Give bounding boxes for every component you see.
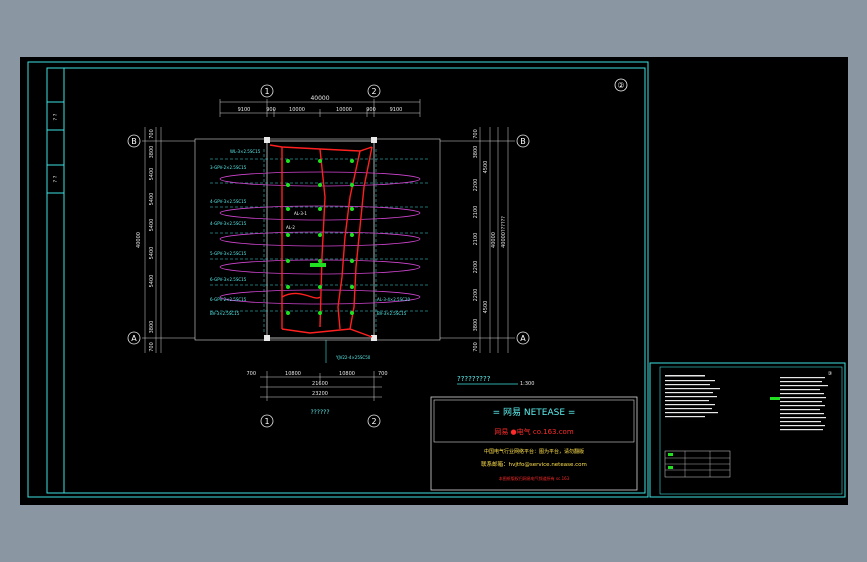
bottom-dim-seg: 700 [378, 371, 388, 377]
strip-text-2: ? ? [53, 175, 59, 182]
wiring-runs [269, 144, 373, 338]
right-dim-seg: 2200 [473, 179, 479, 192]
bottom-dim-row3: 23200 [312, 391, 328, 397]
axis-A-left: A [131, 334, 137, 343]
left-dimensions [142, 127, 195, 353]
axis-1-bottom: 1 [264, 417, 269, 426]
panel-label: AL-3-1 [294, 211, 307, 216]
stamp-line-3: 本图纸版权归网易电气频道所有 sc.163 [499, 475, 570, 481]
column-markers [264, 137, 377, 341]
axis-bubbles: 1 2 1 2 B A B A [127, 84, 530, 428]
top-dim-seg-1: 9100 [238, 107, 251, 113]
right-dim-seg: 2100 [473, 233, 479, 246]
stamp-site: 网易 ●电气 co.163.com [494, 427, 574, 436]
right-dim-seg: 2200 [473, 289, 479, 302]
left-dim-seg: 3800 [149, 146, 155, 159]
axis-A-right: A [520, 334, 526, 343]
stamp-line-2: 联系邮箱：hvjtfo@service.netease.com [481, 460, 587, 468]
feeder-label: WL-3×2.5SC15 [230, 149, 261, 154]
legend-panel: ③ [649, 362, 846, 498]
bottom-dim-seg: 10800 [285, 371, 301, 377]
right-dim-seg: 700 [473, 129, 479, 139]
bottom-dim-seg: 700 [246, 371, 256, 377]
right-dim-outer: 40000?????? [501, 216, 507, 248]
right-dim-seg: 4500 [483, 301, 489, 314]
cad-drawing: ? ? ? ? ② 1 2 1 2 B A B A 40000 9100 900… [27, 61, 846, 498]
feeder-label: 4-GPV-3×2.5SC15 [210, 199, 247, 204]
right-dim-seg: 2100 [473, 206, 479, 219]
stamp-line-1: 中国电气行业网络平台：图为平台，请勿翻版 [484, 448, 584, 455]
left-dim-seg: 5400 [149, 275, 155, 288]
feeder-label: 3-GPV-2×2.5SC15 [210, 165, 247, 170]
right-feeder-label: AL-3-4×2.5SC20 [377, 297, 410, 302]
feeder-label: 6-GPV-2×2.5SC15 [210, 297, 247, 302]
top-dim-seg-2: 900 [266, 107, 276, 113]
right-dim-seg: 3800 [473, 319, 479, 332]
right-dim-seg: 4500 [483, 161, 489, 174]
sheet-number-circle [614, 78, 628, 92]
left-dim-seg: 5400 [149, 168, 155, 181]
drawing-sheet: ? ? ? ? ② 1 2 1 2 B A B A 40000 9100 900… [20, 57, 848, 505]
right-feeder-label: BV-3×2.5SC15 [377, 311, 407, 316]
sheet-number: ② [617, 81, 624, 90]
right-dim-seg: 2200 [473, 261, 479, 274]
top-dim-seg-6: 9100 [390, 107, 403, 113]
bottom-feeder-label: YJV22-4×25SC50 [335, 355, 371, 360]
strip-cell-1 [46, 101, 65, 131]
axis-B-left: B [131, 137, 137, 146]
right-dim-seg: 3800 [473, 146, 479, 159]
right-dimensions [440, 127, 515, 353]
building-outline [194, 138, 441, 341]
left-dim-seg: 5400 [149, 219, 155, 232]
bottom-caption: ?????? [310, 409, 329, 416]
top-dim-seg-3: 10000 [289, 107, 305, 113]
axis-2-top: 2 [371, 87, 376, 96]
scale-ratio: 1:300 [520, 381, 534, 387]
left-dim-segments: 700 3800 5400 5400 5400 5400 5400 3800 7… [149, 129, 155, 352]
left-dim-seg: 5400 [149, 247, 155, 260]
netease-stamp: = 网易 NETEASE = 网易 ●电气 co.163.com 中国电气行业网… [430, 396, 638, 491]
axis-1-top: 1 [264, 87, 269, 96]
left-dim-seg: 700 [149, 342, 155, 352]
feeder-label: 6-GPV-3×2.5SC15 [210, 277, 247, 282]
strip-text-1: ? ? [53, 113, 59, 120]
feeder-label: BV-3×2.5SC15 [210, 311, 240, 316]
panel-label: AL-2 [286, 225, 295, 230]
stamp-brand: = 网易 NETEASE = [493, 407, 576, 418]
left-dim-overall: 40000 [136, 232, 142, 248]
left-dim-seg: 3800 [149, 321, 155, 334]
lighting-fixtures [286, 159, 354, 315]
axis-B-right: B [520, 137, 526, 146]
top-dim-seg-5: 900 [366, 107, 376, 113]
left-dim-seg: 700 [149, 129, 155, 139]
top-dim-seg-4: 10000 [336, 107, 352, 113]
bottom-dim-seg: 10800 [339, 371, 355, 377]
scale-caption: ????????? [457, 375, 491, 383]
circuit-loops [219, 171, 421, 305]
top-dimensions [219, 99, 421, 117]
top-dim-overall: 40000 [310, 95, 329, 102]
core-outline [266, 140, 375, 339]
bottom-dimensions [260, 371, 382, 401]
left-title-strip [46, 67, 65, 494]
axis-2-bottom: 2 [371, 417, 376, 426]
legend-number: ③ [828, 371, 832, 377]
right-dim-seg: 700 [473, 342, 479, 352]
right-dim-overall: 40000 [491, 232, 497, 248]
left-dim-seg: 5400 [149, 193, 155, 206]
strip-cell-2 [46, 164, 65, 194]
feeder-labels: WL-3×2.5SC15 3-GPV-2×2.5SC15 4-GPV-3×2.5… [210, 149, 410, 360]
outer-frame [27, 61, 649, 498]
feeder-label: 5-GPV-3×2.5SC15 [210, 251, 247, 256]
bottom-dim-row2: 21600 [312, 381, 328, 387]
feeder-label: 4-GPV-3×2.5SC15 [210, 221, 247, 226]
right-dim-segments: 700 3800 4500 2200 2100 2100 2200 2200 4… [473, 129, 489, 352]
